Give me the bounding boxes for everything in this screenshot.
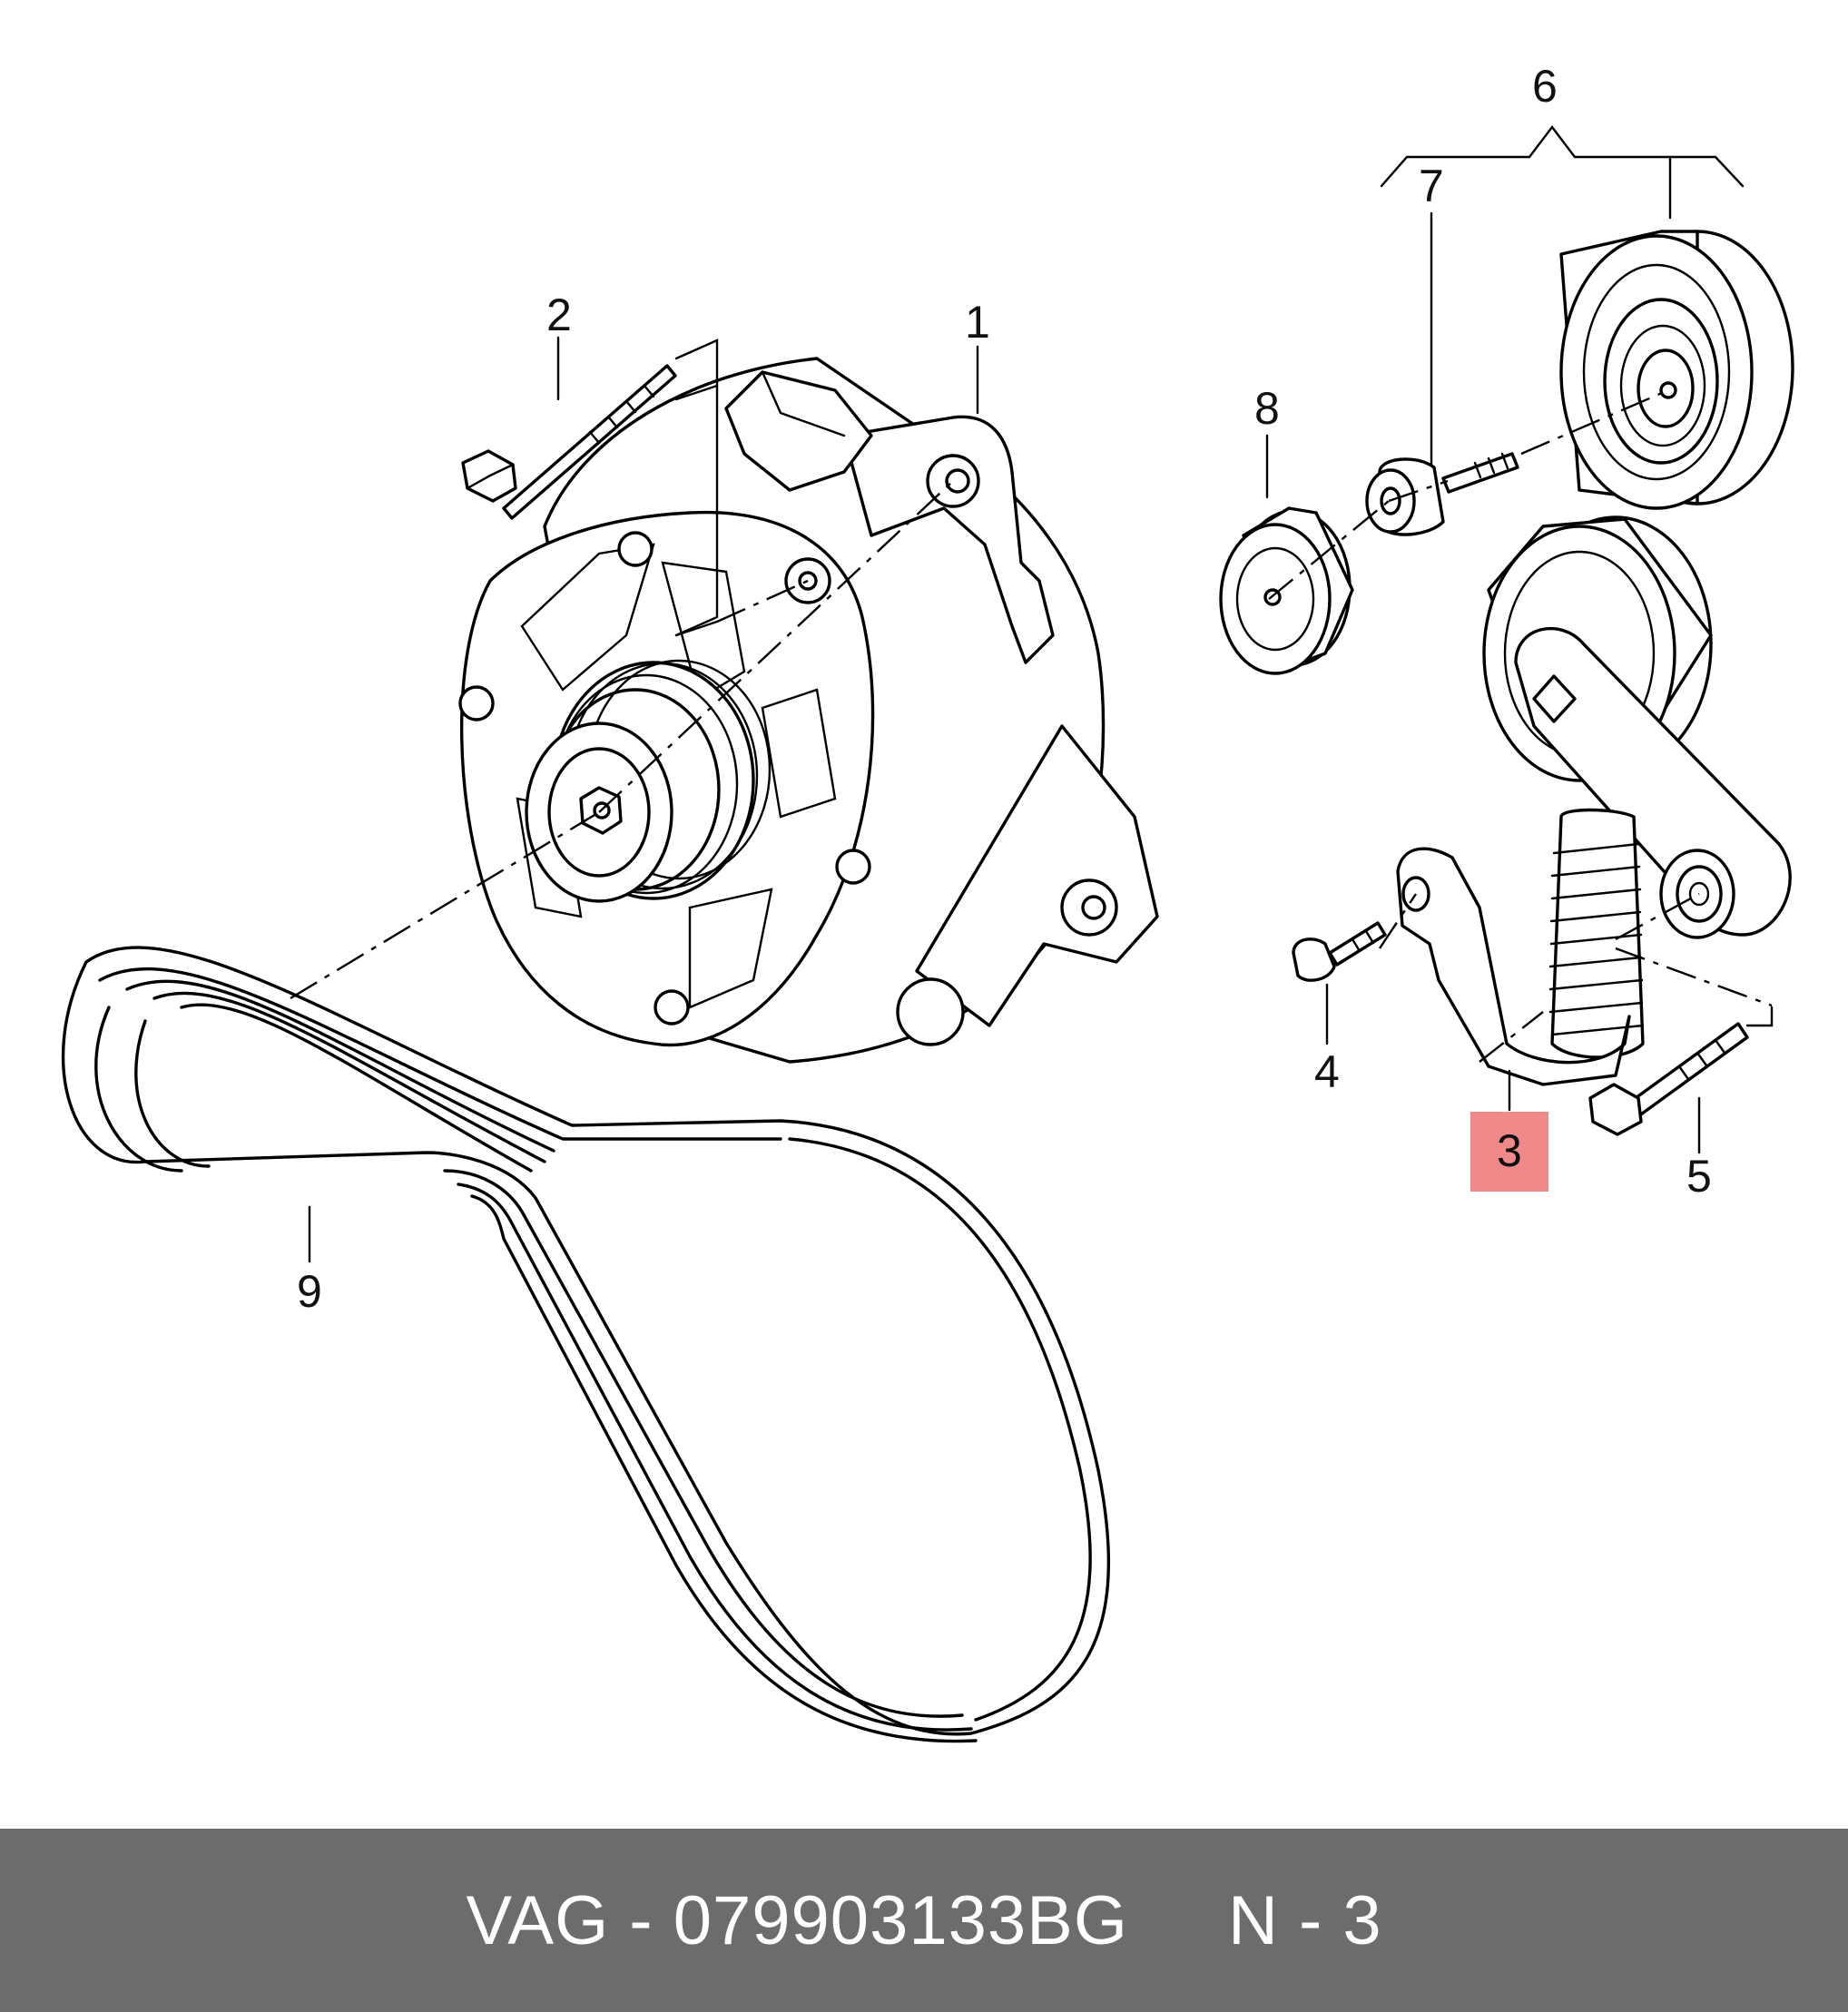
callout-4: 4 xyxy=(1314,1046,1340,1097)
highlight-box xyxy=(1470,1112,1548,1192)
callout-1: 1 xyxy=(965,297,990,348)
parts-diagram: 1 2 3 4 5 6 7 8 9 xyxy=(61,61,1794,1743)
ribbed-belt xyxy=(61,946,1111,1743)
bolt-4 xyxy=(1292,921,1387,982)
callout-labels: 1 2 3 4 5 6 7 8 9 xyxy=(297,61,1712,1317)
alternator xyxy=(458,357,1159,1064)
callout-2: 2 xyxy=(546,290,572,340)
bolt-7 xyxy=(1365,452,1519,536)
callout-9: 9 xyxy=(297,1266,322,1317)
bolt-5 xyxy=(1588,1022,1749,1136)
leader-lines xyxy=(308,125,1774,1263)
belt-tensioner xyxy=(1396,515,1792,1086)
assembly-lines xyxy=(290,388,1773,1063)
callout-8: 8 xyxy=(1254,383,1280,434)
callout-3: 3 xyxy=(1497,1125,1522,1176)
footer-banner: VAG - 079903133BG N - 3 xyxy=(0,1829,1848,2012)
callout-7: 7 xyxy=(1419,161,1444,211)
bolt-2 xyxy=(461,364,677,520)
position-label: N - 3 xyxy=(1227,1881,1382,1959)
callout-5: 5 xyxy=(1686,1151,1712,1202)
idler-pulley xyxy=(1559,230,1794,510)
part-number: VAG - 079903133BG xyxy=(466,1881,1128,1959)
spacer-8 xyxy=(1219,506,1354,675)
callout-6: 6 xyxy=(1532,61,1558,112)
